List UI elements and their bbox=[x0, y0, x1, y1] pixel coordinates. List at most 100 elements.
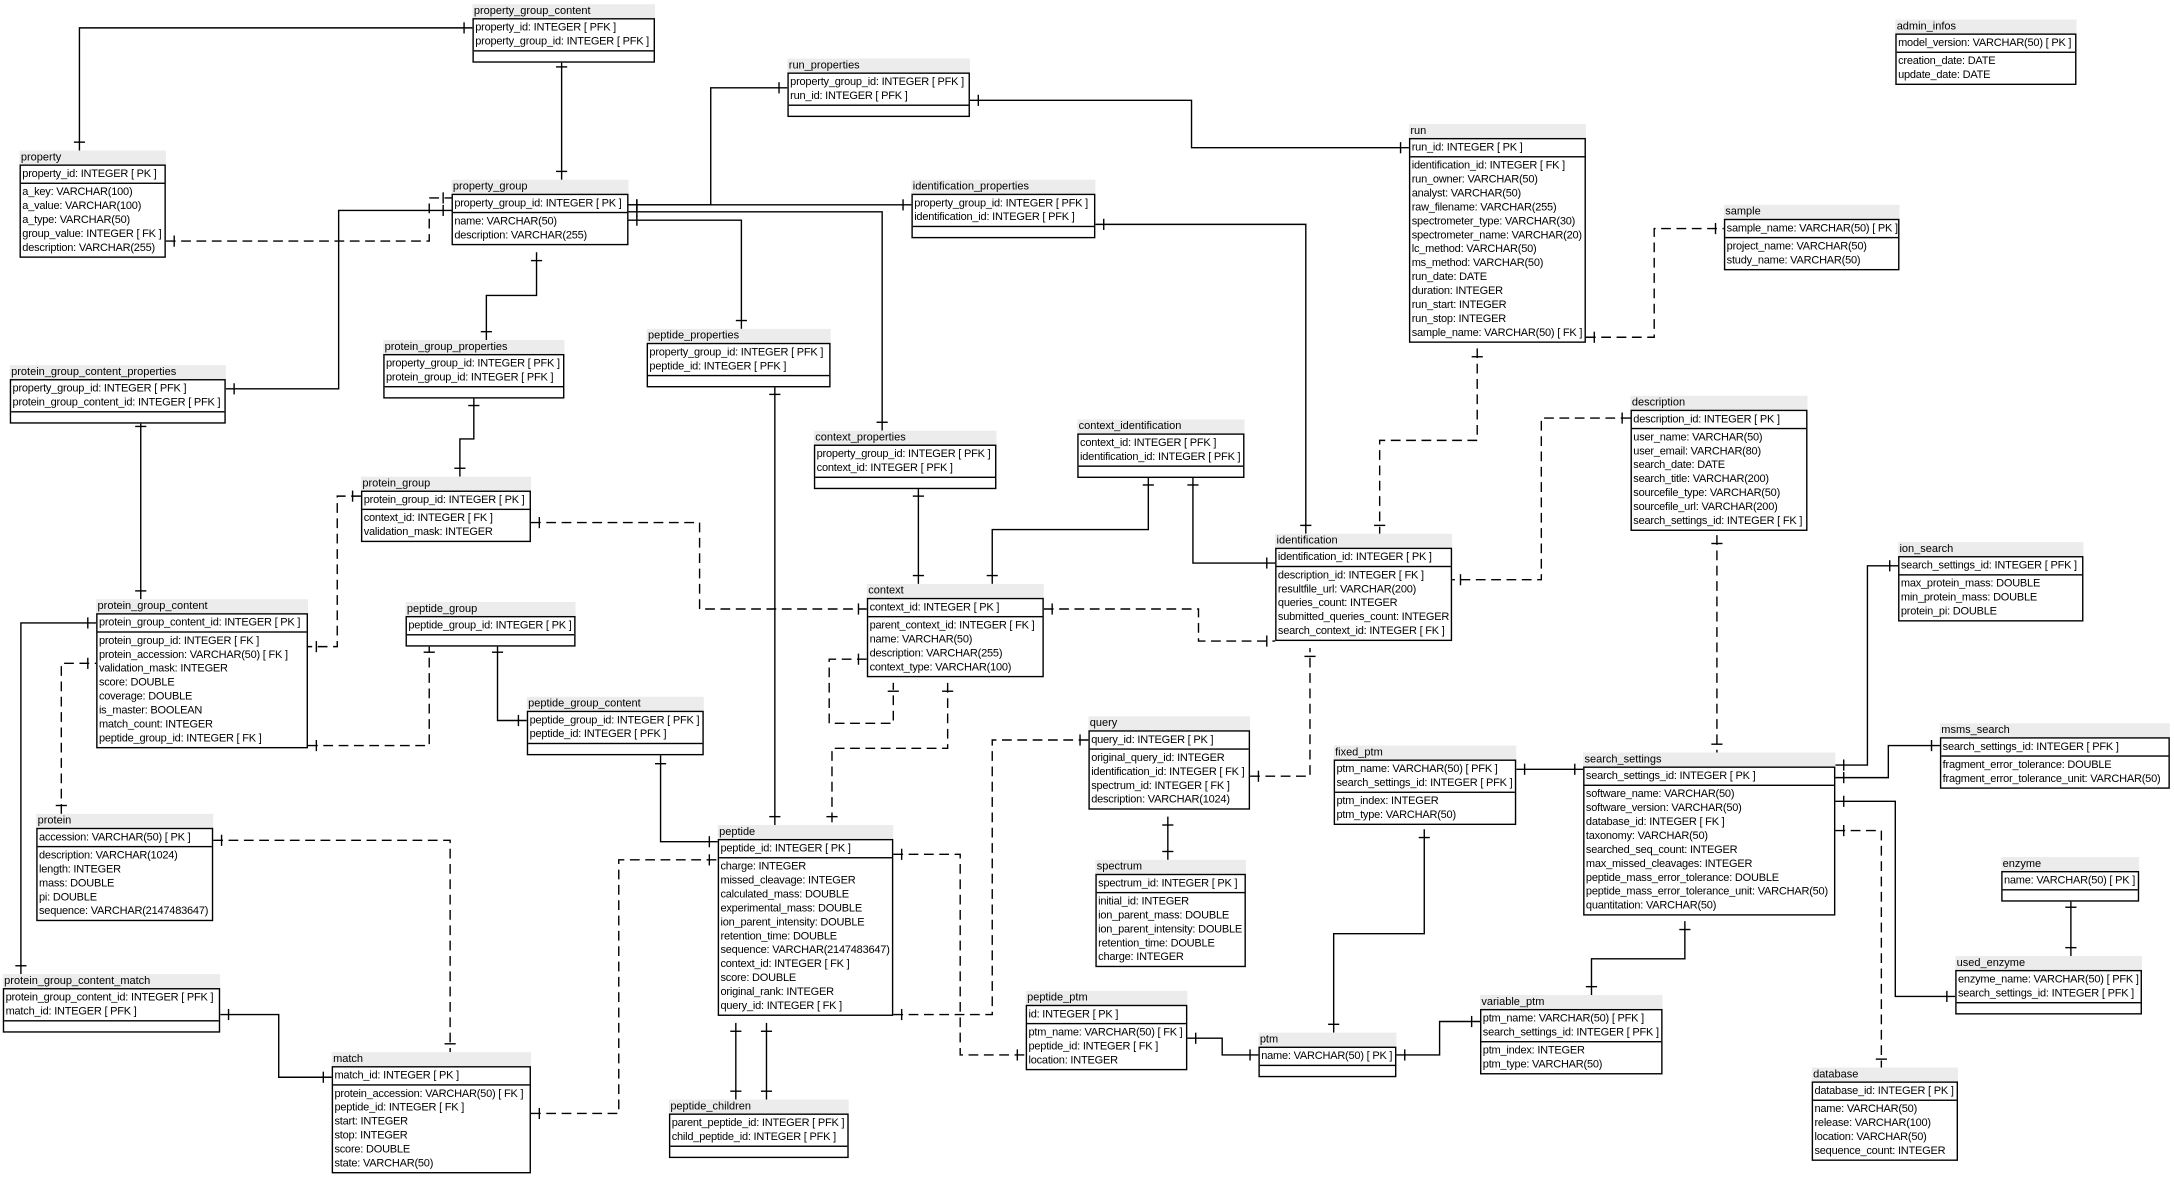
attribute-column[interactable]: match_count: INTEGER bbox=[98, 717, 213, 731]
attribute-column[interactable]: name: VARCHAR(50) bbox=[869, 632, 973, 646]
attribute-column[interactable]: charge: INTEGER bbox=[720, 859, 806, 873]
attribute-column[interactable]: spectrometer_type: VARCHAR(30) bbox=[1411, 214, 1576, 228]
attribute-column[interactable]: min_protein_mass: DOUBLE bbox=[1900, 590, 2038, 604]
key-column[interactable]: search_settings_id: INTEGER [ PK ] bbox=[1585, 769, 1756, 782]
attribute-column[interactable]: ptm_index: INTEGER bbox=[1336, 794, 1439, 807]
key-column[interactable]: context_id: INTEGER [ PK ] bbox=[869, 600, 1000, 614]
attribute-column[interactable]: description: VARCHAR(1024) bbox=[1091, 792, 1230, 806]
key-column[interactable]: peptide_id: INTEGER [ PK ] bbox=[720, 841, 851, 855]
key-column[interactable]: accession: VARCHAR(50) [ PK ] bbox=[39, 830, 191, 844]
key-column[interactable]: description_id: INTEGER [ PK ] bbox=[1633, 412, 1780, 426]
key-column[interactable]: property_group_id: INTEGER [ PFK ] bbox=[386, 356, 560, 370]
attribute-column[interactable]: description: VARCHAR(255) bbox=[454, 228, 588, 242]
attribute-column[interactable]: query_id: INTEGER [ FK ] bbox=[720, 999, 842, 1012]
attribute-column[interactable]: resultfile_url: VARCHAR(200) bbox=[1277, 582, 1417, 596]
attribute-column[interactable]: retention_time: DOUBLE bbox=[720, 929, 837, 943]
attribute-column[interactable]: description_id: INTEGER [ FK ] bbox=[1277, 568, 1424, 582]
attribute-column[interactable]: submitted_queries_count: INTEGER bbox=[1277, 610, 1450, 623]
attribute-column[interactable]: context_id: INTEGER [ FK ] bbox=[720, 957, 850, 970]
attribute-column[interactable]: quantitation: VARCHAR(50) bbox=[1585, 898, 1717, 912]
attribute-column[interactable]: score: DOUBLE bbox=[334, 1142, 410, 1156]
key-column[interactable]: run_id: INTEGER [ PK ] bbox=[1411, 140, 1523, 154]
attribute-column[interactable]: peptide_id: INTEGER [ FK ] bbox=[1028, 1039, 1159, 1053]
attribute-column[interactable]: validation_mask: INTEGER bbox=[98, 661, 228, 675]
attribute-column[interactable]: protein_accession: VARCHAR(50) [ FK ] bbox=[98, 648, 288, 661]
attribute-column[interactable]: update_date: DATE bbox=[1898, 68, 1991, 81]
attribute-column[interactable]: protein_group_id: INTEGER [ FK ] bbox=[98, 634, 260, 647]
attribute-column[interactable]: identification_id: INTEGER [ FK ] bbox=[1091, 765, 1245, 778]
attribute-column[interactable]: description: VARCHAR(255) bbox=[869, 646, 1003, 660]
attribute-column[interactable]: parent_context_id: INTEGER [ FK ] bbox=[869, 618, 1035, 632]
attribute-column[interactable]: ptm_name: VARCHAR(50) [ FK ] bbox=[1028, 1025, 1183, 1039]
attribute-column[interactable]: peptide_mass_error_tolerance_unit: VARCH… bbox=[1585, 884, 1828, 898]
key-column[interactable]: protein_group_content_id: INTEGER [ PFK … bbox=[12, 395, 221, 409]
key-column[interactable]: run_id: INTEGER [ PFK ] bbox=[790, 89, 908, 102]
attribute-column[interactable]: study_name: VARCHAR(50) bbox=[1726, 253, 1861, 267]
key-column[interactable]: property_group_id: INTEGER [ PK ] bbox=[454, 196, 622, 210]
key-column[interactable]: property_group_id: INTEGER [ PFK ] bbox=[914, 196, 1089, 210]
attribute-column[interactable]: max_protein_mass: DOUBLE bbox=[1900, 576, 2041, 590]
attribute-column[interactable]: search_title: VARCHAR(200) bbox=[1633, 472, 1769, 485]
attribute-column[interactable]: original_rank: INTEGER bbox=[720, 985, 834, 998]
attribute-column[interactable]: group_value: INTEGER [ FK ] bbox=[22, 227, 162, 240]
key-column[interactable]: property_group_id: INTEGER [ PFK ] bbox=[12, 381, 187, 395]
attribute-column[interactable]: experimental_mass: DOUBLE bbox=[720, 901, 862, 915]
key-column[interactable]: property_group_id: INTEGER [ PFK ] bbox=[790, 75, 964, 88]
key-column[interactable]: peptide_id: INTEGER [ PFK ] bbox=[649, 359, 787, 373]
attribute-column[interactable]: ptm_index: INTEGER bbox=[1482, 1043, 1585, 1057]
attribute-column[interactable]: description: VARCHAR(1024) bbox=[39, 848, 178, 862]
key-column[interactable]: identification_id: INTEGER [ PFK ] bbox=[1080, 450, 1241, 463]
attribute-column[interactable]: run_start: INTEGER bbox=[1411, 298, 1507, 311]
key-column[interactable]: match_id: INTEGER [ PK ] bbox=[334, 1068, 460, 1082]
key-column[interactable]: sample_name: VARCHAR(50) [ PK ] bbox=[1726, 221, 1898, 235]
attribute-column[interactable]: description: VARCHAR(255) bbox=[22, 241, 155, 254]
key-column[interactable]: peptide_id: INTEGER [ PFK ] bbox=[529, 727, 667, 741]
attribute-column[interactable]: peptide_group_id: INTEGER [ FK ] bbox=[98, 731, 262, 745]
attribute-column[interactable]: ms_method: VARCHAR(50) bbox=[1411, 256, 1544, 269]
attribute-column[interactable]: length: INTEGER bbox=[39, 862, 121, 876]
key-column[interactable]: model_version: VARCHAR(50) [ PK ] bbox=[1898, 36, 2072, 49]
attribute-column[interactable]: run_owner: VARCHAR(50) bbox=[1411, 172, 1538, 186]
attribute-column[interactable]: database_id: INTEGER [ FK ] bbox=[1585, 815, 1725, 828]
attribute-column[interactable]: state: VARCHAR(50) bbox=[334, 1156, 434, 1170]
key-column[interactable]: spectrum_id: INTEGER [ PK ] bbox=[1098, 876, 1238, 890]
attribute-column[interactable]: name: VARCHAR(50) bbox=[1814, 1102, 1918, 1115]
key-column[interactable]: query_id: INTEGER [ PK ] bbox=[1091, 733, 1214, 746]
key-column[interactable]: peptide_group_id: INTEGER [ PFK ] bbox=[529, 713, 700, 727]
attribute-column[interactable]: score: DOUBLE bbox=[720, 971, 797, 984]
attribute-column[interactable]: sourcefile_type: VARCHAR(50) bbox=[1633, 486, 1781, 499]
attribute-column[interactable]: name: VARCHAR(50) bbox=[454, 214, 557, 228]
attribute-column[interactable]: run_stop: INTEGER bbox=[1411, 312, 1506, 325]
key-column[interactable]: database_id: INTEGER [ PK ] bbox=[1814, 1084, 1954, 1097]
attribute-column[interactable]: ptm_type: VARCHAR(50) bbox=[1336, 808, 1456, 821]
key-column[interactable]: ptm_name: VARCHAR(50) [ PFK ] bbox=[1336, 762, 1498, 775]
attribute-column[interactable]: user_name: VARCHAR(50) bbox=[1633, 430, 1763, 444]
attribute-column[interactable]: search_settings_id: INTEGER [ FK ] bbox=[1633, 514, 1803, 527]
attribute-column[interactable]: ion_parent_mass: DOUBLE bbox=[1098, 908, 1230, 922]
attribute-column[interactable]: location: INTEGER bbox=[1028, 1053, 1118, 1067]
attribute-column[interactable]: user_email: VARCHAR(80) bbox=[1633, 444, 1761, 458]
attribute-column[interactable]: ptm_type: VARCHAR(50) bbox=[1482, 1057, 1603, 1071]
attribute-column[interactable]: searched_seq_count: INTEGER bbox=[1585, 843, 1738, 856]
attribute-column[interactable]: sequence: VARCHAR(2147483647) bbox=[720, 943, 890, 957]
attribute-column[interactable]: sequence: VARCHAR(2147483647) bbox=[39, 904, 209, 917]
attribute-column[interactable]: ion_parent_intensity: DOUBLE bbox=[1098, 922, 1243, 936]
attribute-column[interactable]: peptide_mass_error_tolerance: DOUBLE bbox=[1585, 871, 1779, 884]
attribute-column[interactable]: a_key: VARCHAR(100) bbox=[22, 185, 133, 198]
attribute-column[interactable]: duration: INTEGER bbox=[1411, 284, 1503, 297]
attribute-column[interactable]: taxonomy: VARCHAR(50) bbox=[1585, 829, 1708, 842]
key-column[interactable]: match_id: INTEGER [ PFK ] bbox=[5, 1004, 137, 1018]
